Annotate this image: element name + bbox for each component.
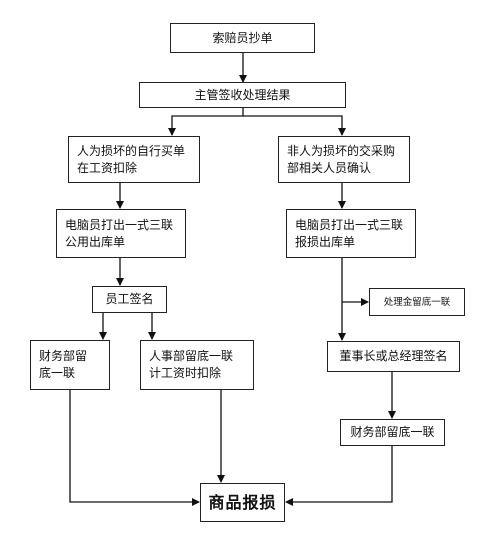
arrow-n9-n13 <box>69 390 200 506</box>
arrow-n12-n13 <box>285 446 393 506</box>
node-finance-copy-right: 财务部留底一联 <box>340 419 445 446</box>
node-human-damage: 人为损坏的自行买单 在工资扣除 <box>68 136 200 183</box>
node-non-human-damage: 非人为损坏的交采购 部相关人员确认 <box>278 136 410 183</box>
node-employee-sign: 员工签名 <box>92 286 167 313</box>
arrow-n2-n3 <box>168 107 244 136</box>
node-finance-copy-left: 财务部留 底一联 <box>30 340 110 390</box>
node-chairman-sign: 董事长或总经理签名 <box>327 341 460 372</box>
node-goods-loss: 商品报损 <box>200 483 285 522</box>
node-claims-clerk: 索赔员抄单 <box>170 23 315 53</box>
node-cash-handling-copy: 处理金留底一联 <box>369 288 465 316</box>
arrow-n2-n4 <box>243 115 346 136</box>
node-print-loss-outbound: 电脑员打出一式三联 报损出库单 <box>286 209 416 258</box>
node-hr-copy: 人事部留底一联 计工资时扣除 <box>140 340 254 390</box>
node-supervisor-sign: 主管签收处理结果 <box>139 82 346 108</box>
node-print-public-outbound: 电脑员打出一式三联 公用出库单 <box>56 209 186 258</box>
